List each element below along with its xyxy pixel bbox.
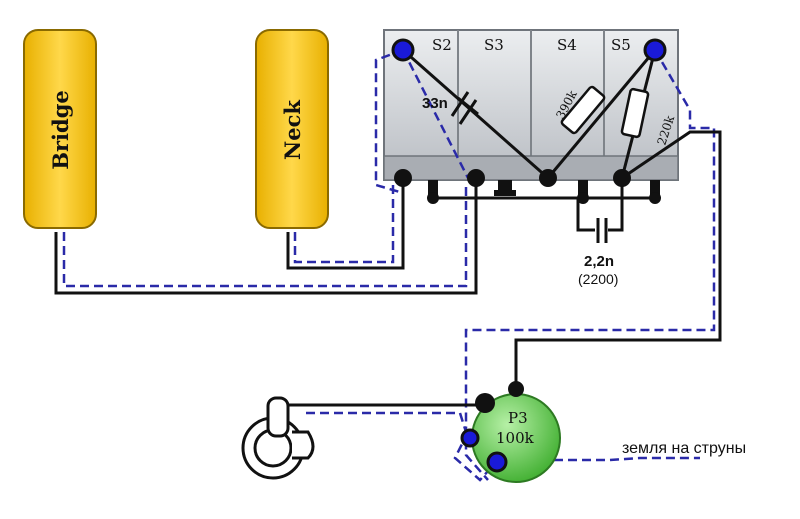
neck-pickup: Neck: [255, 29, 329, 229]
signal-wires: [54, 48, 722, 407]
capacitor-2n2-sublabel: (2200): [578, 271, 618, 287]
capacitor-2n2-label: 2,2n: [584, 253, 614, 270]
switch-section-s2: S2: [432, 36, 452, 54]
switch-section-s5: S5: [611, 36, 631, 54]
output-jack: [241, 396, 315, 480]
pot-value: 100k: [496, 429, 535, 447]
volume-pot: P3 100k: [460, 381, 561, 483]
neck-pickup-label: Neck: [280, 100, 305, 160]
switch-terminals: [391, 38, 667, 187]
bridge-pickup: Bridge: [23, 29, 97, 229]
bridge-pickup-label: Bridge: [48, 90, 73, 170]
switch-section-s3: S3: [484, 36, 504, 54]
capacitor-2n2: 2,2n (2200): [578, 218, 618, 287]
capacitor-33n-label: 33n: [422, 95, 448, 112]
capacitor-33n: 33n: [422, 91, 479, 125]
pot-name: P3: [508, 409, 528, 427]
ground-note: земля на струны: [622, 440, 746, 457]
switch-section-s4: S4: [557, 36, 577, 54]
